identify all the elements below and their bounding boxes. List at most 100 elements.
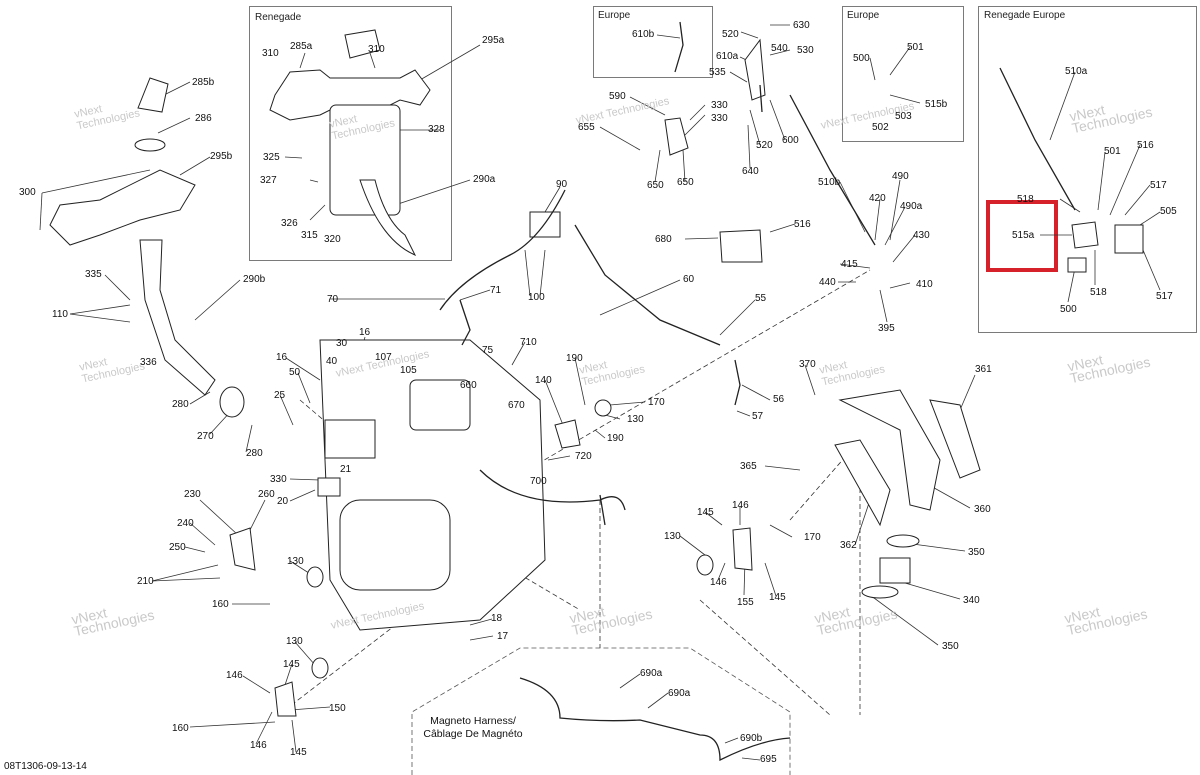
callout-300[interactable]: 300: [19, 187, 36, 198]
callout-710[interactable]: 710: [520, 337, 537, 348]
callout-515a[interactable]: 515a: [1012, 230, 1035, 241]
callout-410[interactable]: 410: [916, 279, 933, 290]
callout-510a[interactable]: 510a: [1065, 66, 1088, 77]
callout-490a[interactable]: 490a: [900, 201, 923, 212]
callout-690a[interactable]: 690a: [668, 688, 691, 699]
callout-260[interactable]: 260: [258, 489, 275, 500]
callout-415[interactable]: 415: [841, 259, 858, 270]
callout-285a[interactable]: 285a: [290, 41, 313, 52]
callout-280[interactable]: 280: [246, 448, 263, 459]
callout-40[interactable]: 40: [326, 356, 338, 367]
callout-130[interactable]: 130: [287, 556, 304, 567]
callout-420[interactable]: 420: [869, 193, 886, 204]
callout-290a[interactable]: 290a: [473, 174, 496, 185]
callout-330[interactable]: 330: [270, 474, 287, 485]
callout-240[interactable]: 240: [177, 518, 194, 529]
callout-361[interactable]: 361: [975, 364, 992, 375]
callout-350[interactable]: 350: [942, 641, 959, 652]
callout-660[interactable]: 660: [460, 380, 477, 391]
callout-330[interactable]: 330: [711, 113, 728, 124]
callout-160[interactable]: 160: [212, 599, 229, 610]
callout-503[interactable]: 503: [895, 111, 912, 122]
callout-146[interactable]: 146: [226, 670, 243, 681]
callout-146[interactable]: 146: [250, 740, 267, 751]
callout-145[interactable]: 145: [769, 592, 786, 603]
callout-315[interactable]: 315: [301, 230, 318, 241]
callout-70[interactable]: 70: [327, 294, 339, 305]
callout-295b[interactable]: 295b: [210, 151, 233, 162]
callout-340[interactable]: 340: [963, 595, 980, 606]
callout-100[interactable]: 100: [528, 292, 545, 303]
callout-335[interactable]: 335: [85, 269, 102, 280]
callout-71[interactable]: 71: [490, 285, 502, 296]
callout-146[interactable]: 146: [732, 500, 749, 511]
callout-145[interactable]: 145: [697, 507, 714, 518]
callout-655[interactable]: 655: [578, 122, 595, 133]
callout-17[interactable]: 17: [497, 631, 509, 642]
callout-130[interactable]: 130: [627, 414, 644, 425]
callout-57[interactable]: 57: [752, 411, 764, 422]
callout-695[interactable]: 695: [760, 754, 777, 765]
callout-110[interactable]: 110: [52, 309, 68, 320]
callout-16[interactable]: 16: [276, 352, 288, 363]
callout-250[interactable]: 250: [169, 542, 186, 553]
callout-510b[interactable]: 510b: [818, 177, 841, 188]
callout-170[interactable]: 170: [648, 397, 665, 408]
callout-145[interactable]: 145: [283, 659, 300, 670]
callout-518[interactable]: 518: [1090, 287, 1107, 298]
callout-516[interactable]: 516: [1137, 140, 1154, 151]
callout-16[interactable]: 16: [359, 327, 371, 338]
callout-440[interactable]: 440: [819, 277, 836, 288]
callout-650[interactable]: 650: [647, 180, 664, 191]
callout-160[interactable]: 160: [172, 723, 189, 734]
callout-170[interactable]: 170: [804, 532, 821, 543]
callout-505[interactable]: 505: [1160, 206, 1177, 217]
callout-370[interactable]: 370: [799, 359, 816, 370]
callout-502[interactable]: 502: [872, 122, 889, 133]
callout-210[interactable]: 210: [137, 576, 154, 587]
callout-501[interactable]: 501: [1104, 146, 1121, 157]
callout-350[interactable]: 350: [968, 547, 985, 558]
callout-327[interactable]: 327: [260, 175, 277, 186]
callout-30[interactable]: 30: [336, 338, 348, 349]
callout-430[interactable]: 430: [913, 230, 930, 241]
callout-107[interactable]: 107: [375, 352, 392, 363]
callout-326[interactable]: 326: [281, 218, 298, 229]
callout-515b[interactable]: 515b: [925, 99, 948, 110]
callout-365[interactable]: 365: [740, 461, 757, 472]
callout-520[interactable]: 520: [756, 140, 773, 151]
callout-155[interactable]: 155: [737, 597, 754, 608]
callout-60[interactable]: 60: [683, 274, 695, 285]
callout-50[interactable]: 50: [289, 367, 301, 378]
callout-330[interactable]: 330: [711, 100, 728, 111]
callout-325[interactable]: 325: [263, 152, 280, 163]
callout-270[interactable]: 270: [197, 431, 214, 442]
callout-328[interactable]: 328: [428, 124, 445, 135]
callout-310[interactable]: 310: [368, 44, 385, 55]
callout-150[interactable]: 150: [329, 703, 346, 714]
callout-190[interactable]: 190: [607, 433, 624, 444]
callout-55[interactable]: 55: [755, 293, 767, 304]
callout-490[interactable]: 490: [892, 171, 909, 182]
callout-590[interactable]: 590: [609, 91, 626, 102]
callout-286[interactable]: 286: [195, 113, 212, 124]
callout-320[interactable]: 320: [324, 234, 341, 245]
callout-630[interactable]: 630: [793, 20, 810, 31]
callout-130[interactable]: 130: [286, 636, 303, 647]
callout-700[interactable]: 700: [530, 476, 547, 487]
callout-680[interactable]: 680: [655, 234, 672, 245]
callout-20[interactable]: 20: [277, 496, 289, 507]
callout-640[interactable]: 640: [742, 166, 759, 177]
callout-130[interactable]: 130: [664, 531, 681, 542]
callout-650[interactable]: 650: [677, 177, 694, 188]
callout-610b[interactable]: 610b: [632, 29, 655, 40]
callout-105[interactable]: 105: [400, 365, 417, 376]
callout-145[interactable]: 145: [290, 747, 307, 758]
callout-535[interactable]: 535: [709, 67, 726, 78]
callout-230[interactable]: 230: [184, 489, 201, 500]
callout-395[interactable]: 395: [878, 323, 895, 334]
callout-540[interactable]: 540: [771, 43, 788, 54]
callout-500[interactable]: 500: [1060, 304, 1077, 315]
callout-290b[interactable]: 290b: [243, 274, 266, 285]
callout-500[interactable]: 500: [853, 53, 870, 64]
